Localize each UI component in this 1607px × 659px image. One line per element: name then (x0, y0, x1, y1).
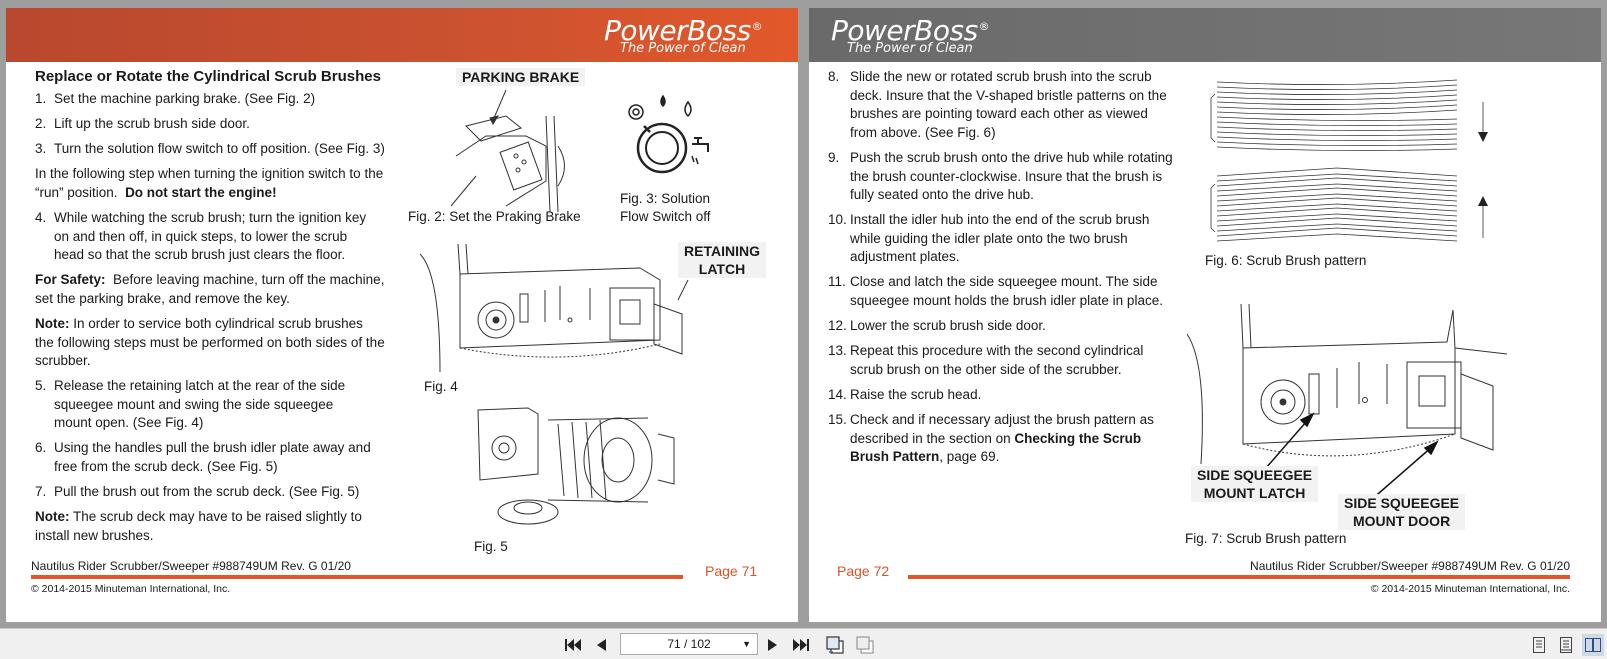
step-8: 8.Slide the new or rotated scrub brush i… (828, 69, 1167, 140)
footer-rule (31, 575, 683, 579)
footer-title: Nautilus Rider Scrubber/Sweeper #988749U… (1250, 559, 1570, 573)
viewer-toolbar: 71 / 102 ▼ (0, 628, 1607, 659)
service-note: Note: In order to service both cylindric… (35, 316, 385, 368)
continuous-view-icon[interactable] (1555, 634, 1577, 656)
fig6-caption: Fig. 6: Scrub Brush pattern (1205, 253, 1367, 268)
brand-tagline: The Power of Clean (847, 41, 973, 56)
fig2-caption: Fig. 2: Set the Praking Brake (408, 209, 581, 224)
scrub-deck-note: Note: The scrub deck may have to be rais… (35, 509, 362, 543)
rotate-page-icon[interactable] (824, 634, 846, 656)
ignition-note: In the following step when turning the i… (35, 166, 384, 200)
fig7-caption: Fig. 7: Scrub Brush pattern (1185, 531, 1347, 546)
step-1: 1.Set the machine parking brake. (See Fi… (35, 91, 316, 106)
prev-page-icon[interactable] (590, 634, 612, 656)
fig3-caption-line2: Flow Switch off (620, 209, 711, 224)
footer-copyright: © 2014-2015 Minuteman International, Inc… (31, 583, 231, 595)
parking-brake-callout: PARKING BRAKE (456, 68, 586, 86)
footer-rule (908, 575, 1570, 579)
step-13: 13.Repeat this procedure with the second… (828, 343, 1144, 377)
brand-logo: PowerBoss® (831, 14, 990, 47)
step-10: 10.Install the idler hub into the end of… (828, 212, 1150, 264)
section-heading: Replace or Rotate the Cylindrical Scrub … (35, 68, 381, 85)
page-number: Page 71 (705, 563, 758, 579)
step-3: 3.Turn the solution flow switch to off p… (35, 141, 385, 156)
brand-tagline: The Power of Clean (620, 41, 746, 56)
brush-removal-illustration (477, 407, 675, 525)
step-2: 2.Lift up the scrub brush side door. (35, 116, 250, 131)
last-page-icon[interactable] (790, 634, 812, 656)
footer-title: Nautilus Rider Scrubber/Sweeper #988749U… (31, 559, 351, 573)
step-7: 7.Pull the brush out from the scrub deck… (35, 484, 360, 499)
step-5: 5.Release the retaining latch at the rea… (35, 378, 346, 430)
brush-pattern-illustration (1210, 79, 1488, 242)
header-banner: PowerBoss® The Power of Clean (6, 8, 798, 62)
step-4: 4.While watching the scrub brush; turn t… (35, 210, 367, 262)
next-page-icon[interactable] (762, 634, 784, 656)
footer-copyright: © 2014-2015 Minuteman International, Inc… (1370, 583, 1570, 595)
side-squeegee-illustration (1187, 304, 1507, 501)
step-15: 15.Check and if necessary adjust the bru… (828, 412, 1154, 464)
fig3-caption-line1: Fig. 3: Solution (620, 191, 711, 206)
safety-note: For Safety: Before leaving machine, turn… (35, 272, 385, 306)
fig4-caption: Fig. 4 (424, 379, 458, 394)
copy-page-icon[interactable] (854, 634, 876, 656)
page-number: Page 72 (837, 563, 890, 579)
header-banner: PowerBoss® The Power of Clean (809, 8, 1601, 62)
page-indicator: 71 / 102 (667, 637, 711, 651)
scrub-deck-latch-illustration (420, 244, 689, 372)
parking-brake-illustration (450, 89, 565, 212)
first-page-icon[interactable] (562, 634, 584, 656)
page-72: PowerBoss® The Power of Clean 8.Slide th… (809, 8, 1601, 622)
step-9: 9.Push the scrub brush onto the drive hu… (828, 150, 1173, 202)
solution-switch-illustration (628, 94, 709, 174)
step-6: 6.Using the handles pull the brush idler… (35, 440, 371, 474)
page-selector[interactable]: 71 / 102 ▼ (620, 633, 758, 655)
step-11: 11.Close and latch the side squeegee mou… (828, 274, 1163, 308)
chevron-down-icon: ▼ (742, 639, 751, 649)
brand-logo: PowerBoss® (604, 14, 763, 47)
step-14: 14.Raise the scrub head. (828, 387, 982, 402)
fig5-caption: Fig. 5 (474, 539, 508, 554)
single-page-view-icon[interactable] (1528, 634, 1550, 656)
page-71: PowerBoss® The Power of Clean Replace or… (6, 8, 798, 622)
step-12: 12.Lower the scrub brush side door. (828, 318, 1046, 333)
two-page-view-icon[interactable] (1582, 634, 1604, 656)
